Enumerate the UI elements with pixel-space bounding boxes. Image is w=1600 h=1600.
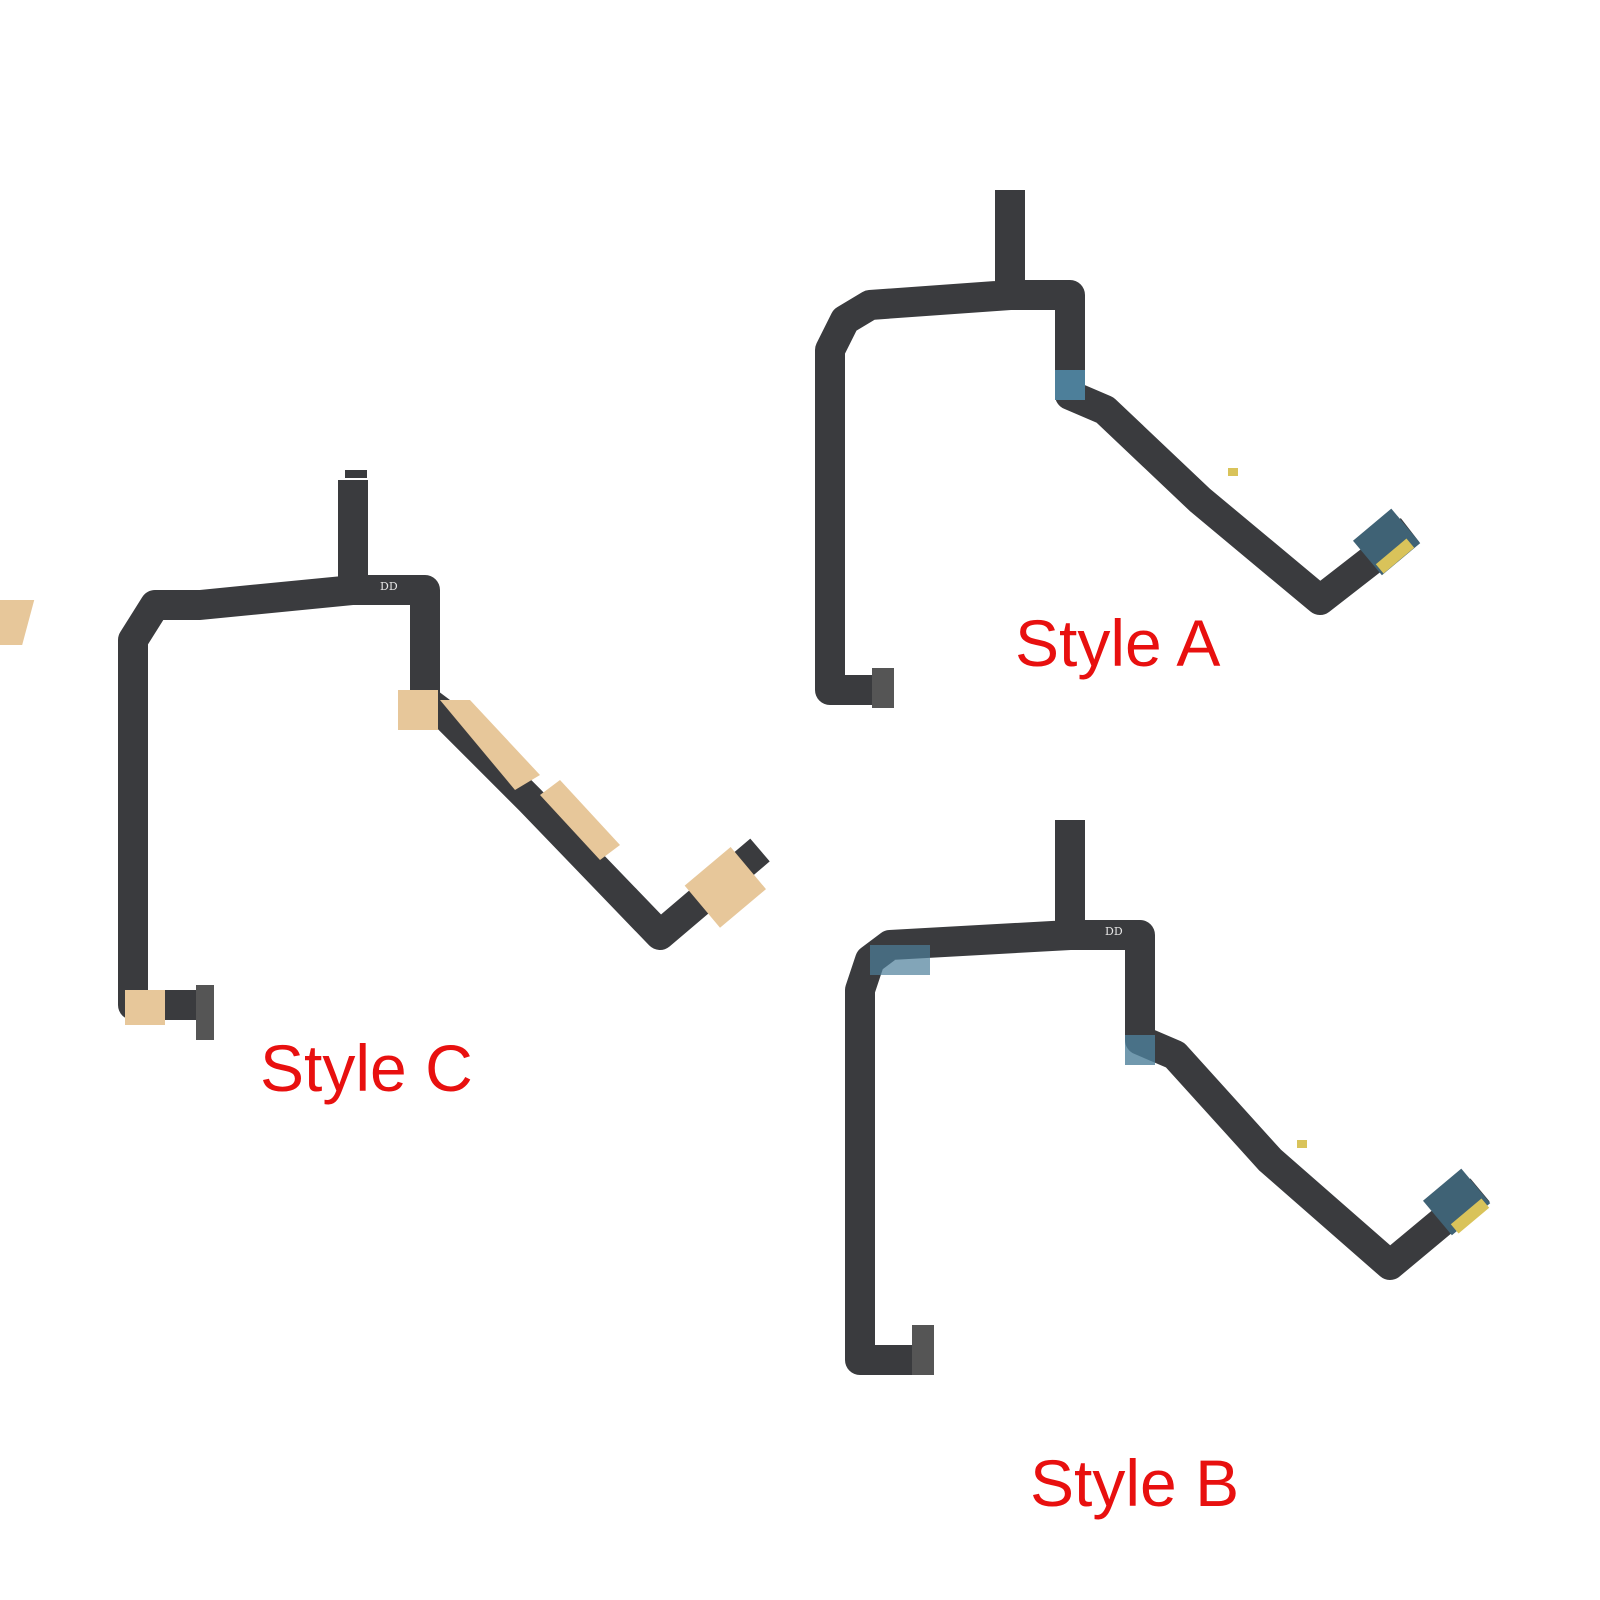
flex-cable-style-b: DD (845, 820, 1491, 1375)
style-a-label: Style A (1015, 606, 1221, 680)
style-c-label: Style C (260, 1031, 473, 1105)
marking-dd: DD (380, 580, 398, 593)
flex-cable-style-a (815, 190, 1421, 708)
flex-cable-style-c: DD (0, 470, 770, 1040)
style-b-label: Style B (1030, 1446, 1240, 1520)
marking-dd: DD (1105, 925, 1123, 938)
